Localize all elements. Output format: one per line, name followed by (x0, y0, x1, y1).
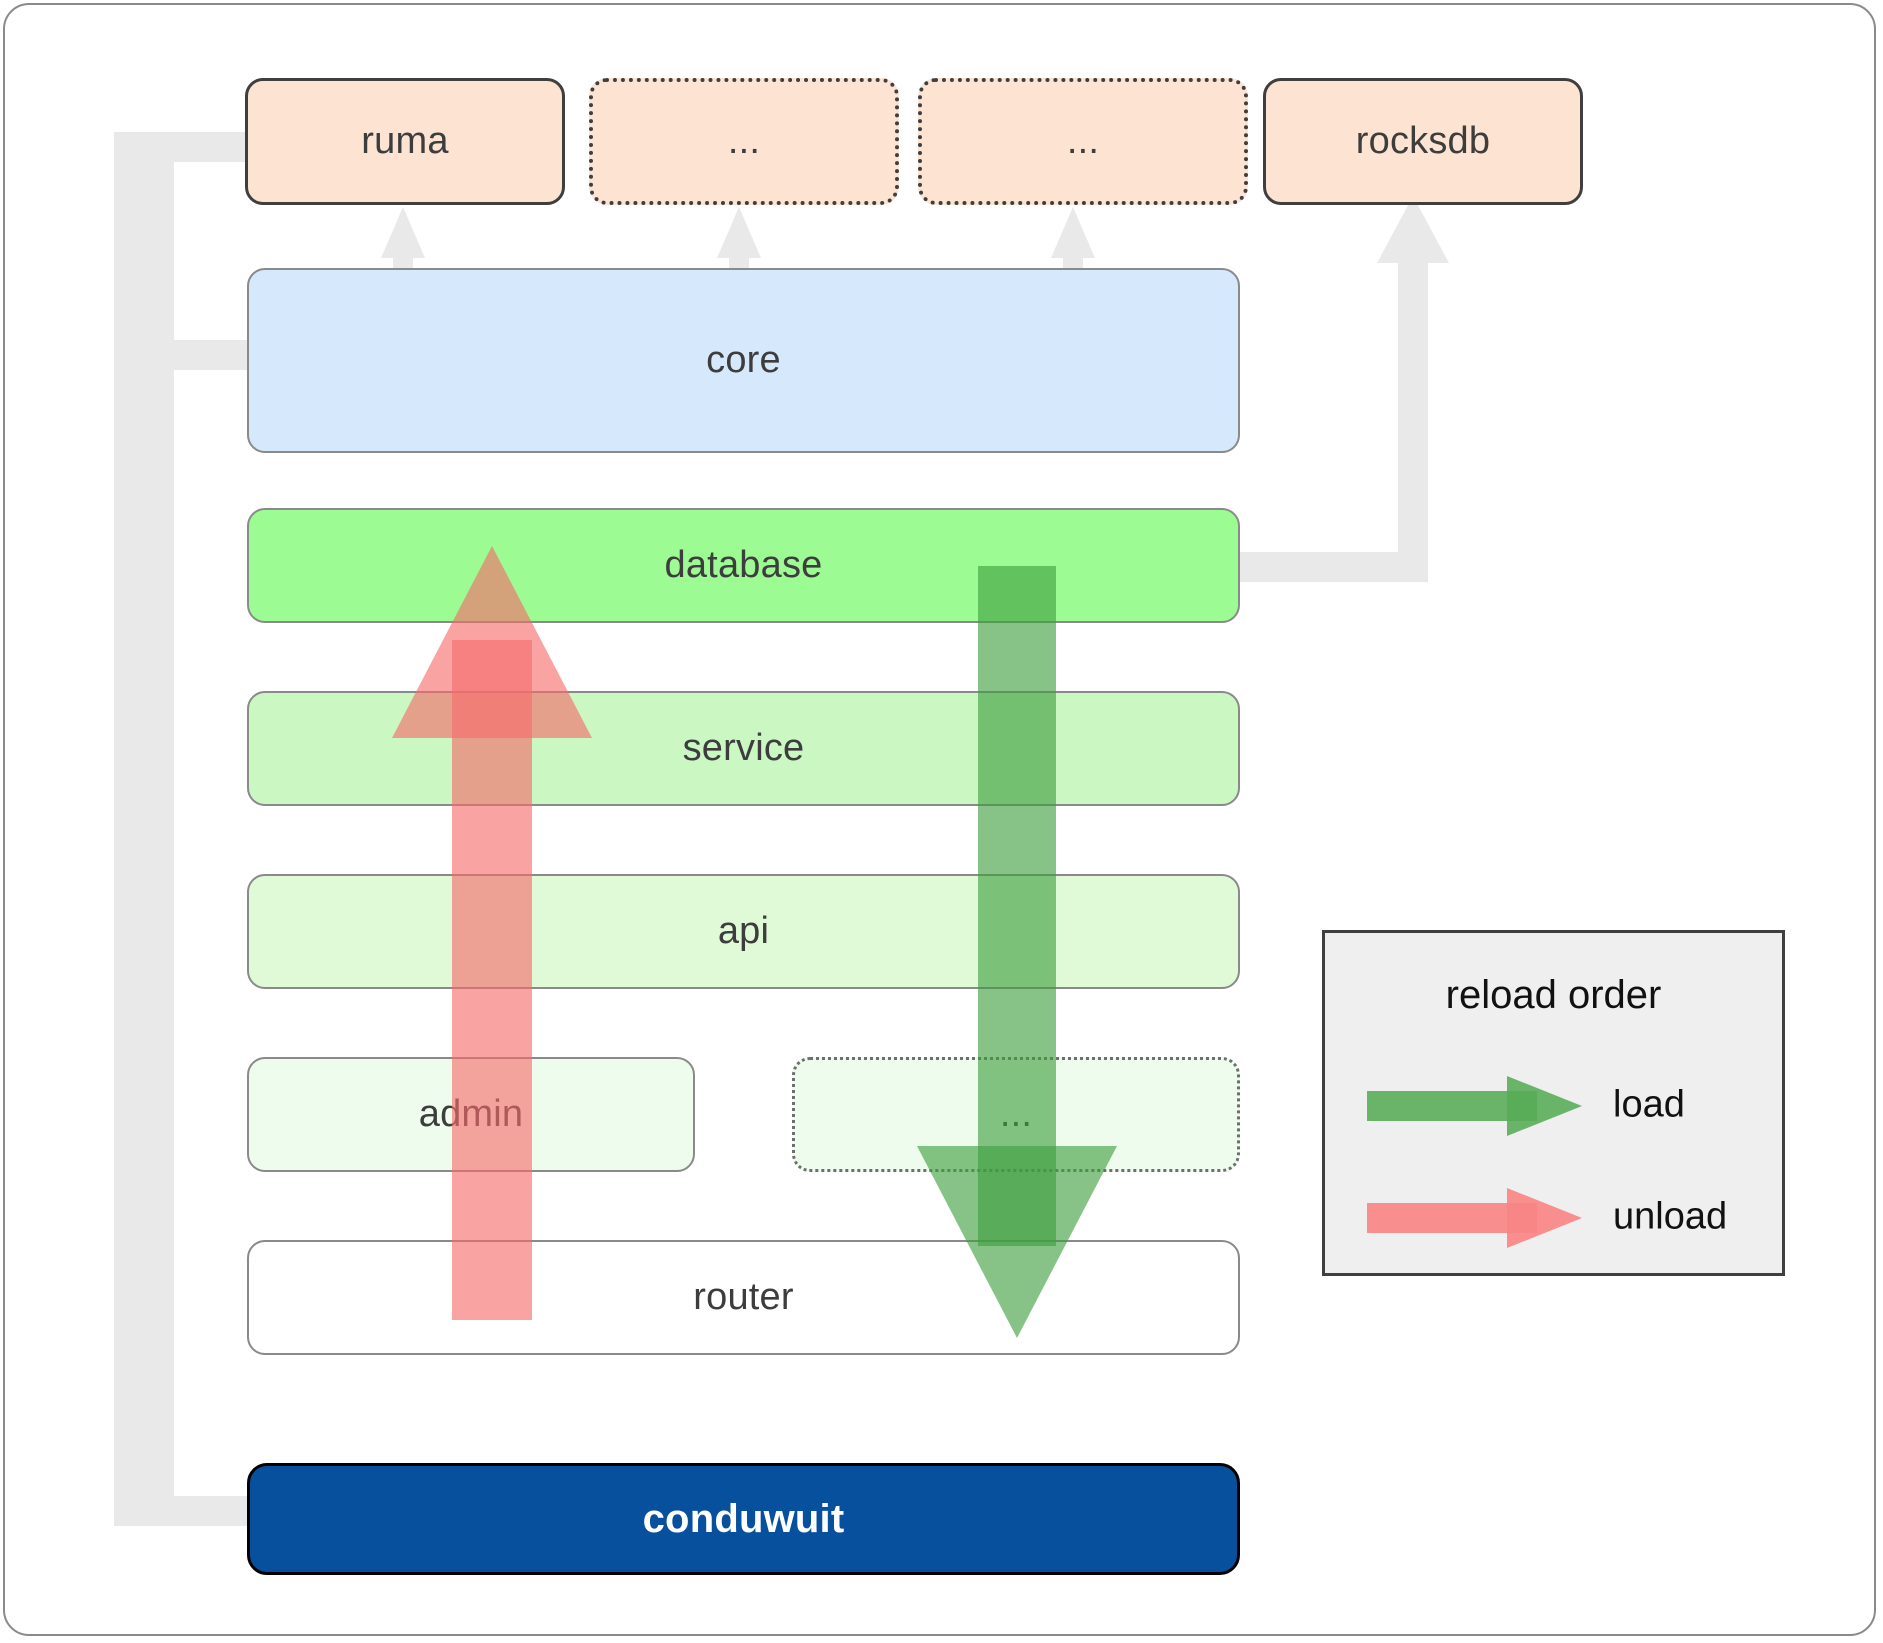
layer-label: ... (999, 1093, 1033, 1135)
legend-panel: reload order load unload (1322, 930, 1785, 1276)
layer-box-core[interactable]: core (247, 268, 1240, 453)
connector-db-to-rocksdb-horizontal (1238, 552, 1428, 582)
layer-label: service (682, 727, 805, 769)
unload-arrow-icon (1367, 1188, 1582, 1248)
legend-row-load: load (1325, 1063, 1782, 1147)
connector-left-to-conduwuit (114, 1496, 249, 1526)
connector-db-to-rocksdb-vertical (1398, 252, 1428, 568)
legend-label-load: load (1613, 1083, 1685, 1126)
layer-label: admin (418, 1093, 524, 1135)
layer-label: router (693, 1276, 794, 1318)
legend-label-unload: unload (1613, 1195, 1728, 1238)
legend-title: reload order (1445, 973, 1662, 1017)
layer-box-placeholder[interactable]: ... (792, 1057, 1240, 1172)
dependency-label: ... (1066, 120, 1100, 162)
layer-label: database (664, 544, 823, 586)
layer-box-database[interactable]: database (247, 508, 1240, 623)
dependency-box-rocksdb[interactable]: rocksdb (1263, 78, 1583, 205)
legend-row-unload: unload (1325, 1175, 1782, 1259)
dependency-box-placeholder-2[interactable]: ... (918, 78, 1248, 205)
dependency-box-placeholder-1[interactable]: ... (589, 78, 899, 205)
dependency-label: ... (727, 120, 761, 162)
dependency-label: rocksdb (1355, 120, 1491, 162)
root-label: conduwuit (642, 1496, 845, 1541)
connector-left-trunk (114, 132, 144, 1526)
layer-box-router[interactable]: router (247, 1240, 1240, 1355)
load-arrow-icon (1367, 1076, 1582, 1136)
outer-frame (3, 3, 1876, 1636)
connector-left-inner-riser (144, 162, 174, 1526)
root-box-conduwuit[interactable]: conduwuit (247, 1463, 1240, 1575)
dependency-label: ruma (361, 120, 449, 162)
layer-box-service[interactable]: service (247, 691, 1240, 806)
layer-label: api (717, 910, 770, 952)
layer-box-api[interactable]: api (247, 874, 1240, 989)
layer-label: core (706, 339, 781, 381)
dependency-box-ruma[interactable]: ruma (245, 78, 565, 205)
layer-box-admin[interactable]: admin (247, 1057, 695, 1172)
